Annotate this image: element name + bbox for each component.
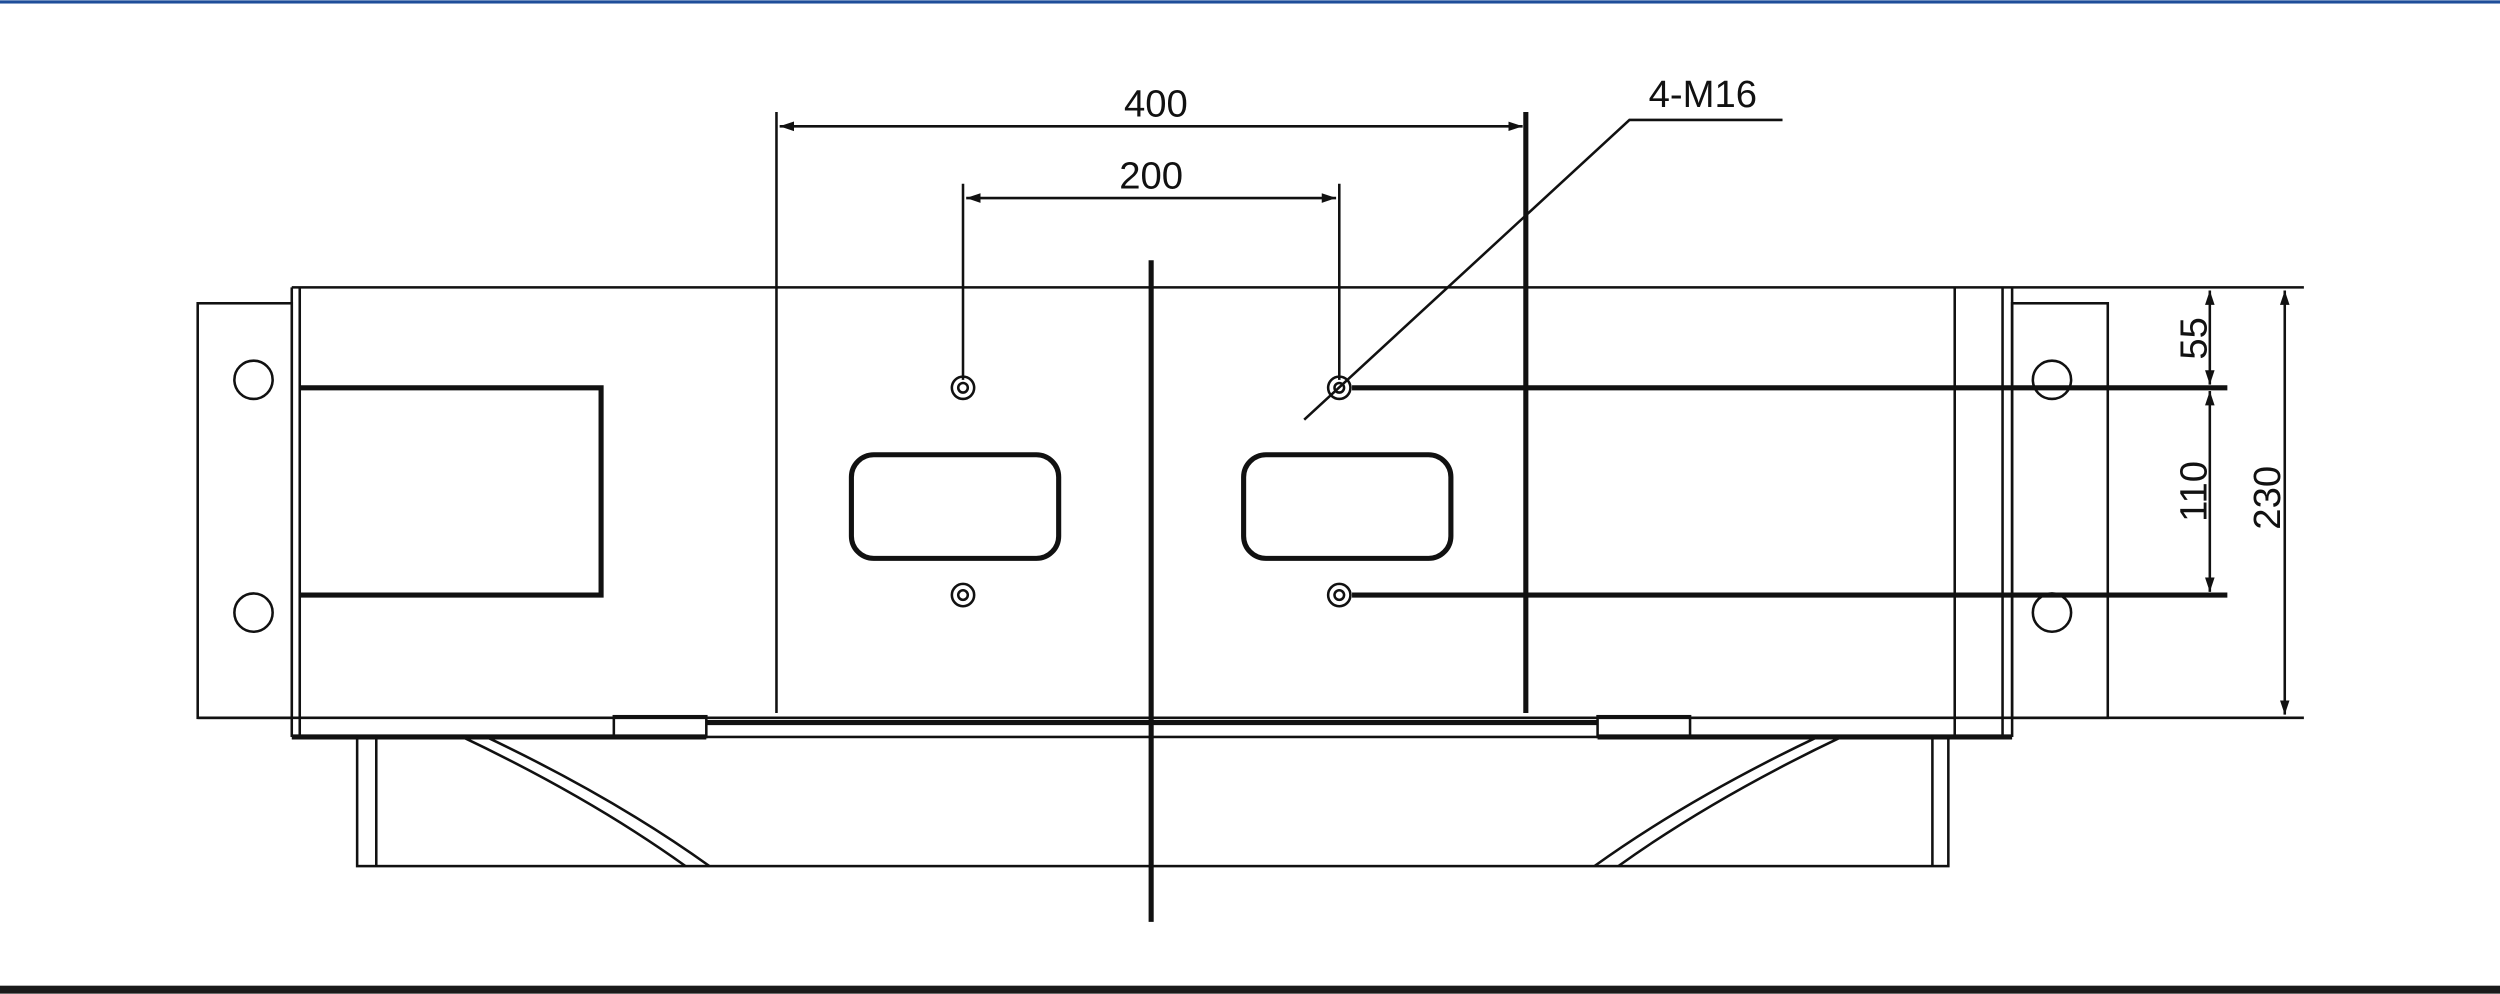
dim-110-label: 110 [2173, 461, 2216, 522]
left-flange [196, 302, 604, 720]
dim-55-label: 55 [2173, 317, 2216, 360]
hole-callout-label: 4-M16 [1649, 73, 1757, 116]
dim-230-label: 230 [2246, 466, 2289, 530]
bottom-bar [0, 985, 2500, 994]
mount-hole [233, 592, 274, 634]
mount-hole [233, 359, 274, 401]
main-body [197, 286, 2304, 740]
slot [848, 452, 1062, 561]
right-flange [2010, 302, 2110, 720]
dim-400-label: 400 [1124, 83, 1188, 126]
dim-200-label: 200 [1119, 154, 1183, 197]
lower-base [355, 735, 1950, 868]
top-border [0, 0, 2500, 4]
m16-holes [950, 375, 1352, 608]
slot [1241, 452, 1454, 561]
mount-hole [2031, 592, 2073, 634]
mount-hole [2031, 359, 2073, 401]
callout-leader [1303, 118, 1783, 421]
